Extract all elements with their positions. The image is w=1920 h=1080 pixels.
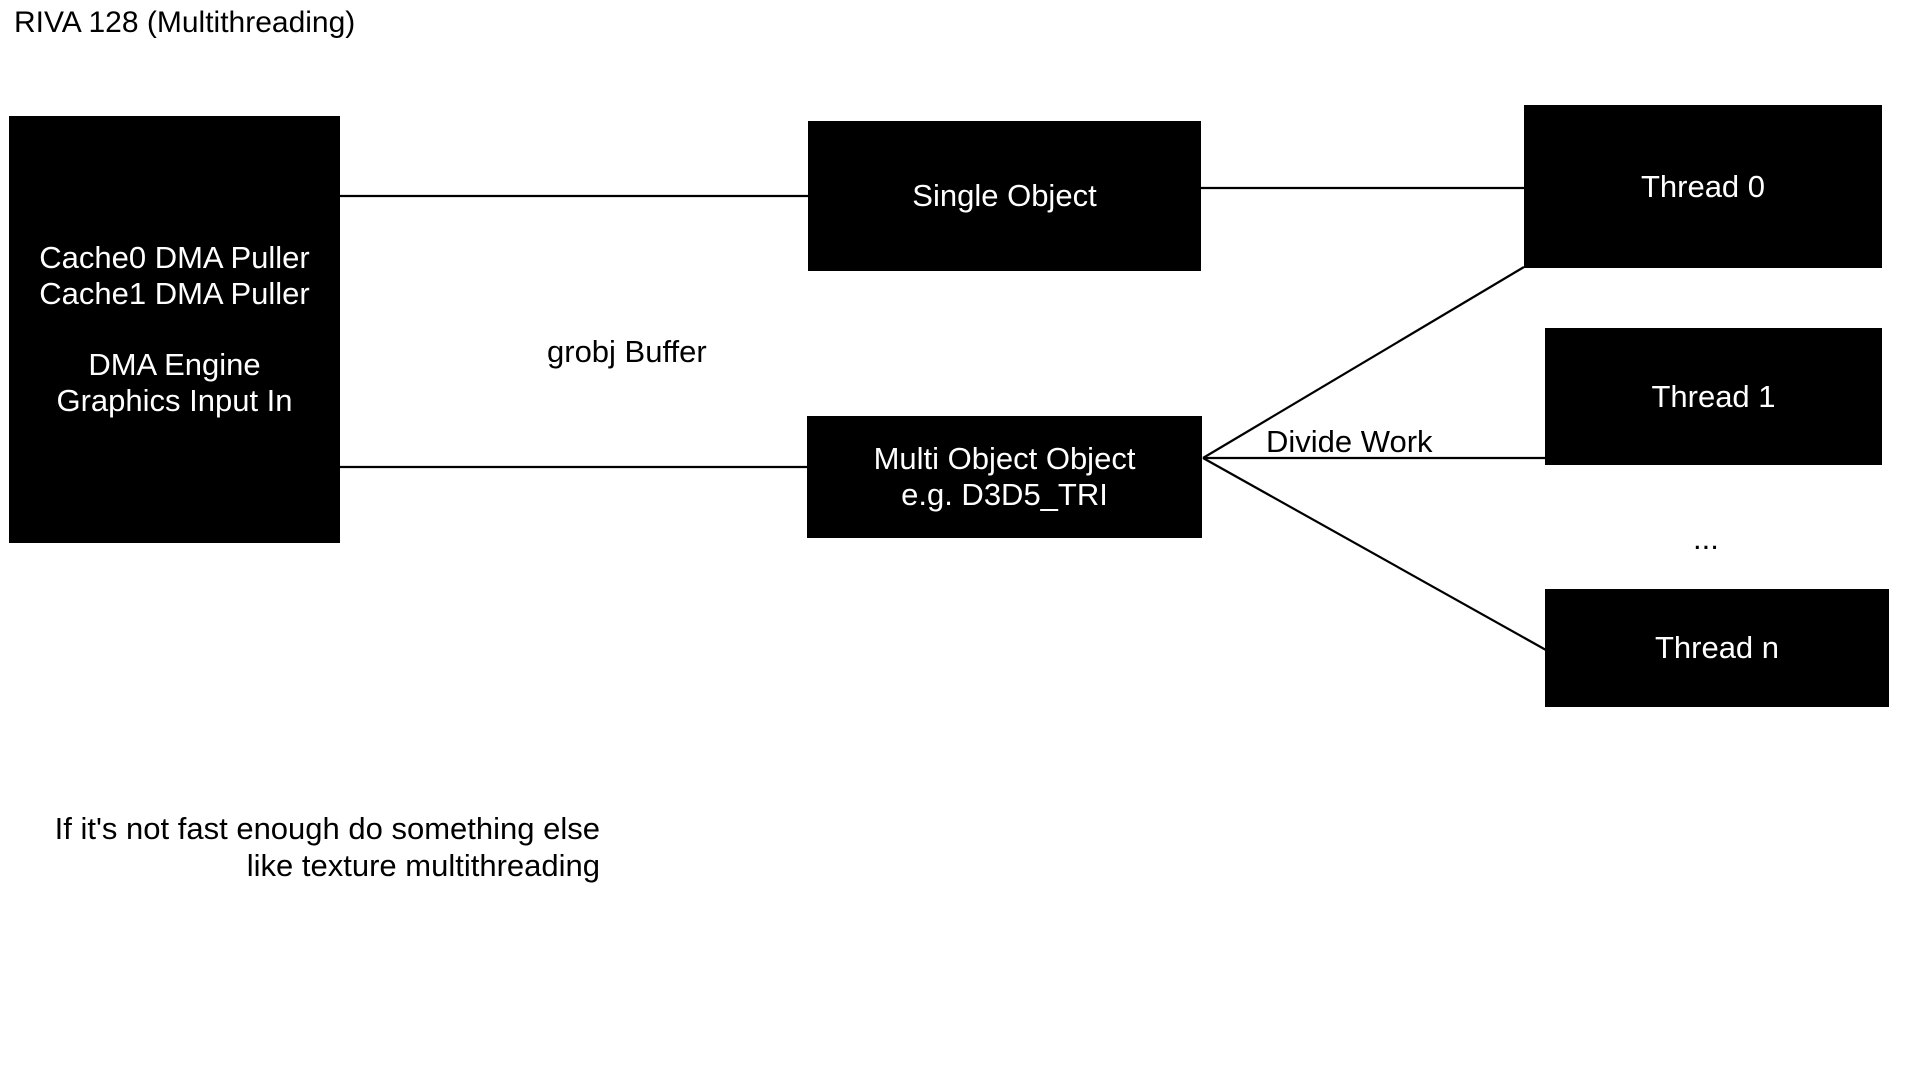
node-thread-0-label: Thread 0 xyxy=(1640,168,1766,204)
label-grobj-buffer: grobj Buffer xyxy=(547,334,707,369)
label-threads-ellipsis: ... xyxy=(1693,521,1719,556)
node-thread-n[interactable]: Thread n xyxy=(1545,589,1889,707)
node-thread-0[interactable]: Thread 0 xyxy=(1524,105,1882,268)
label-footnote: If it's not fast enough do something els… xyxy=(54,811,600,884)
node-multi-object-label: Multi Object Object e.g. D3D5_TRI xyxy=(873,441,1136,512)
node-thread-1-label: Thread 1 xyxy=(1651,378,1776,414)
label-divide-work: Divide Work xyxy=(1266,424,1433,459)
node-pipeline-label: Cache0 DMA Puller Cache1 DMA Puller DMA … xyxy=(39,239,310,419)
node-thread-1[interactable]: Thread 1 xyxy=(1545,328,1882,465)
node-multi-object[interactable]: Multi Object Object e.g. D3D5_TRI xyxy=(807,416,1202,538)
node-single-object-label: Single Object xyxy=(912,178,1097,214)
connector-multi-object-to-thread-n xyxy=(1202,457,1547,651)
node-pipeline-block[interactable]: Cache0 DMA Puller Cache1 DMA Puller DMA … xyxy=(9,116,340,543)
page-title: RIVA 128 (Multithreading) xyxy=(14,6,356,39)
node-single-object[interactable]: Single Object xyxy=(808,121,1201,271)
node-thread-n-label: Thread n xyxy=(1654,630,1780,666)
